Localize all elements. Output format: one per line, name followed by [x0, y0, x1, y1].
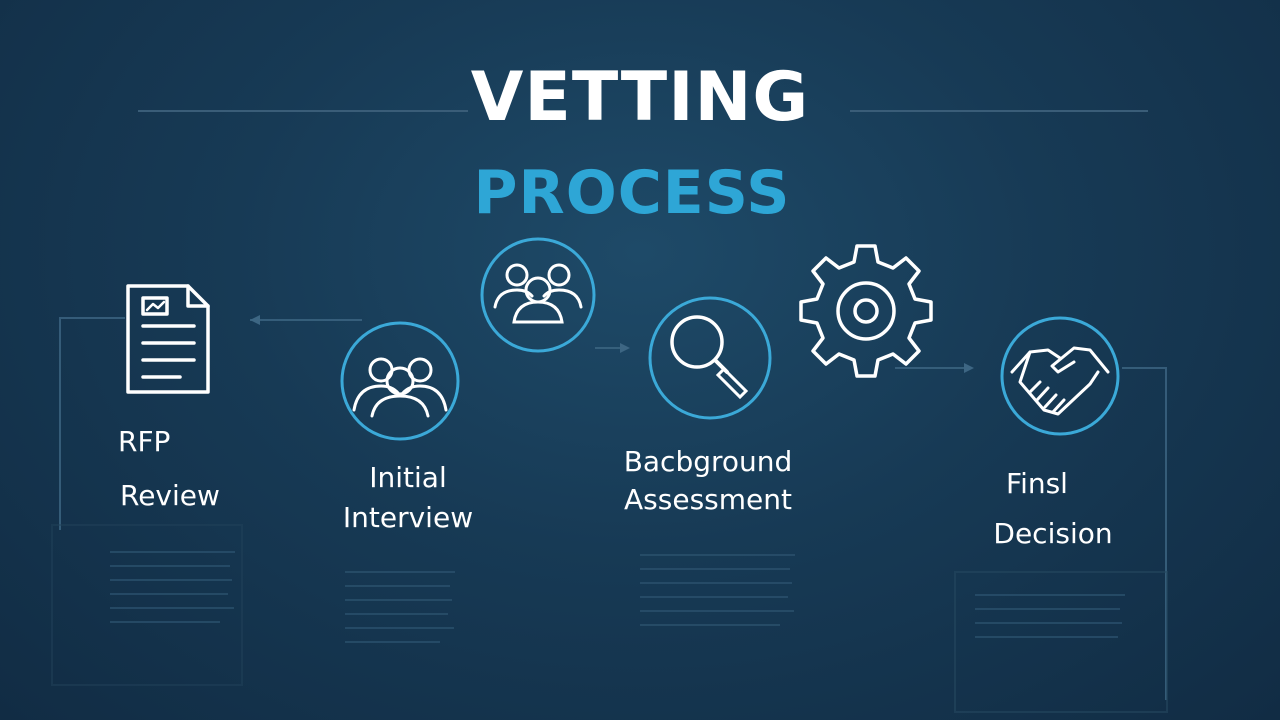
step-label-line2: Review: [120, 479, 220, 512]
step-label-line2: Decision: [993, 517, 1113, 550]
final-decision-panel: [954, 571, 1168, 713]
step-label-line1: Finsl: [1006, 467, 1068, 500]
connector-left: [59, 317, 125, 530]
title-rule-right: [850, 110, 1148, 112]
step-label-final-decision: Finsl Decision: [978, 466, 1128, 552]
team-icon-upper: [480, 237, 596, 353]
step-label-line1: RFP: [118, 425, 171, 458]
step-label-initial-interview: Initial Interview: [338, 460, 478, 536]
rfp-panel: [51, 524, 243, 686]
gear-icon: [799, 244, 933, 378]
title-main: VETTING: [470, 58, 810, 137]
step-label-line2: Interview: [342, 501, 474, 534]
step-label-rfp-review: RFP Review: [118, 424, 220, 514]
handshake-icon: [1000, 316, 1120, 436]
faint-text-blocks: [110, 551, 1125, 643]
team-icon: [340, 321, 460, 441]
title-rule-left: [138, 110, 468, 112]
step-label-line1: Initial: [369, 461, 447, 494]
title-subtitle: PROCESS: [473, 158, 791, 228]
step-label-background-assessment: Bacbground Assessment: [608, 444, 808, 518]
document-icon: [126, 284, 210, 394]
step-label-line1: Bacbground: [623, 445, 793, 478]
step-label-line2: Assessment: [624, 483, 792, 516]
magnifier-icon: [648, 296, 772, 420]
